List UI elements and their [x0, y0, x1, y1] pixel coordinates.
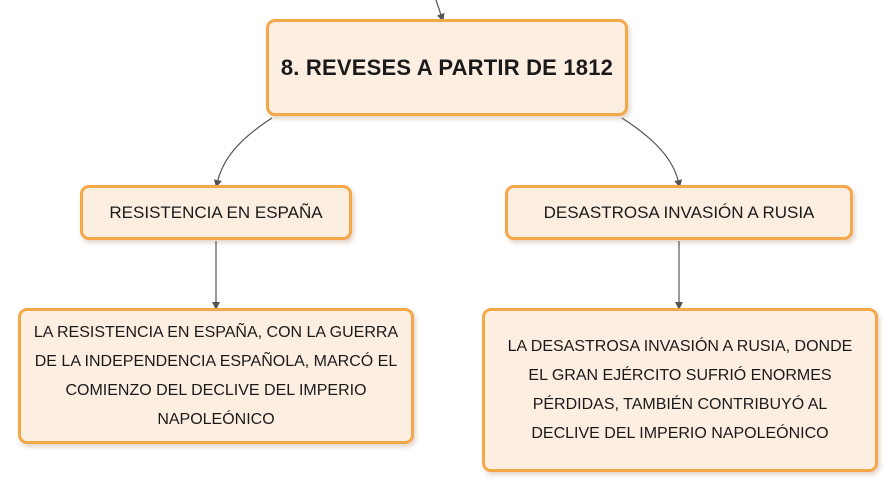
detail-text: LA RESISTENCIA EN ESPAÑA, CON LA GUERRA …: [33, 324, 399, 428]
incoming-connector: [435, 0, 445, 22]
root-title: 8. REVESES A PARTIR DE 1812: [280, 54, 614, 80]
branch-node-spain[interactable]: RESISTENCIA EN ESPAÑA: [80, 185, 352, 240]
root-node[interactable]: 8. REVESES A PARTIR DE 1812: [266, 19, 628, 116]
branch-label: RESISTENCIA EN ESPAÑA: [109, 202, 323, 222]
detail-node-spain[interactable]: LA RESISTENCIA EN ESPAÑA, CON LA GUERRA …: [18, 308, 414, 444]
detail-text: LA DESASTROSA INVASIÓN A RUSIA, DONDE EL…: [507, 338, 853, 442]
branch-node-russia[interactable]: DESASTROSA INVASIÓN A RUSIA: [505, 185, 853, 240]
detail-node-russia[interactable]: LA DESASTROSA INVASIÓN A RUSIA, DONDE EL…: [482, 308, 878, 472]
branch-label: DESASTROSA INVASIÓN A RUSIA: [543, 202, 815, 222]
connector-root-to-right: [621, 117, 683, 188]
connector-root-to-left: [213, 117, 273, 188]
